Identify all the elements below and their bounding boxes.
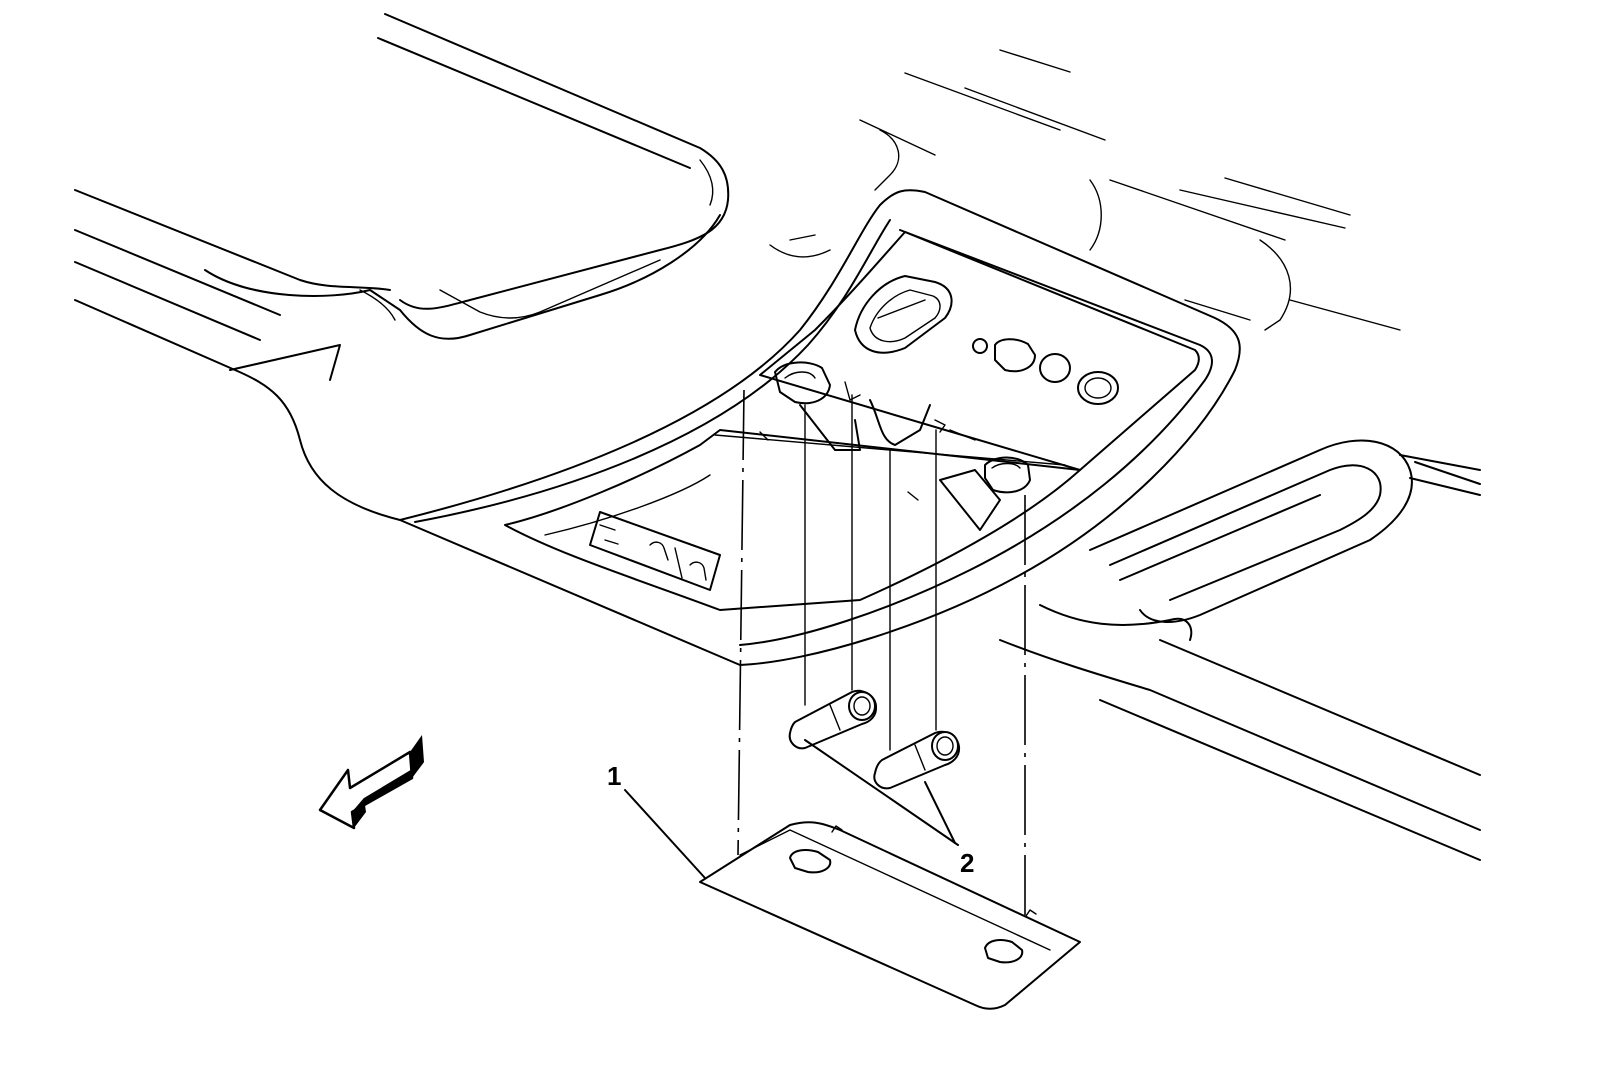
bulb-right [873,730,961,790]
callout-label-2: 2 [960,848,974,878]
leader-line-1 [624,789,706,879]
leader-line-2a [804,739,959,846]
leader-line-2b [924,781,956,844]
front-direction-arrow-icon [318,735,424,830]
callout-label-1: 1 [607,761,621,791]
dome-lamp-lens-cover [699,821,1081,1010]
alignment-lines [737,389,1026,915]
bulb-left [788,689,878,750]
seat-occupant-icons [589,511,721,591]
callout-leaders [624,739,959,879]
overhead-console [399,189,1241,666]
dome-lamp-bulbs [788,689,961,790]
headliner-outline [74,13,1481,861]
